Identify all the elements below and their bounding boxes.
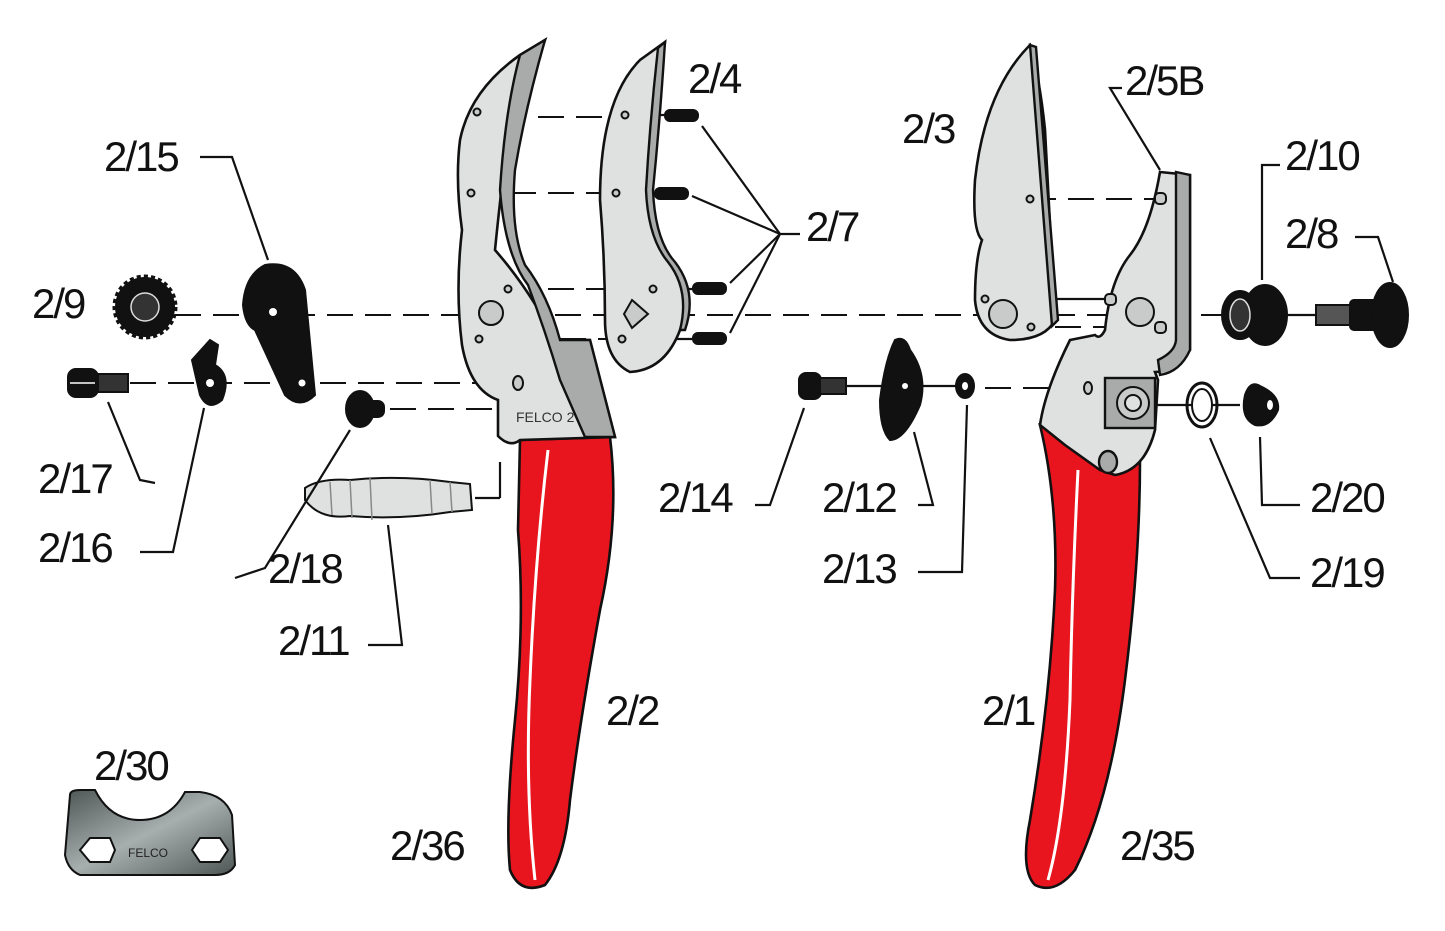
part-2-16-adjustment-lever xyxy=(190,338,227,406)
part-2-9-notched-nut xyxy=(112,274,178,340)
handle-stamp: FELCO 2 xyxy=(516,409,575,425)
label-2-36: 2/36 xyxy=(390,822,466,869)
label-2-3: 2/3 xyxy=(902,105,956,152)
part-2-18-spring-seat xyxy=(345,390,385,428)
label-2-18: 2/18 xyxy=(268,545,344,592)
part-2-19-ring xyxy=(1185,381,1219,429)
label-2-11: 2/11 xyxy=(278,617,351,664)
part-2-10-bushing xyxy=(1221,284,1288,346)
leader-lines xyxy=(106,86,1395,647)
label-2-7: 2/7 xyxy=(806,203,860,250)
part-2-14-catch-screw xyxy=(798,372,847,400)
part-2-20-shock-absorber xyxy=(1242,383,1280,427)
label-2-1: 2/1 xyxy=(982,687,1036,734)
label-2-20: 2/20 xyxy=(1310,474,1386,521)
part-2-11-spring xyxy=(304,476,474,521)
part-2-15-locking-plate xyxy=(241,263,317,404)
label-2-12: 2/12 xyxy=(822,474,898,521)
label-2-8: 2/8 xyxy=(1285,210,1339,257)
part-2-8-bolt xyxy=(1315,282,1409,348)
part-2-2-upper-handle: FELCO 2 xyxy=(456,37,617,890)
label-2-35: 2/35 xyxy=(1120,822,1196,869)
label-2-30: 2/30 xyxy=(94,742,170,789)
wrench-stamp: FELCO xyxy=(128,846,168,860)
label-2-13: 2/13 xyxy=(822,545,898,592)
label-2-9: 2/9 xyxy=(32,280,86,327)
part-2-13-washer xyxy=(955,373,975,399)
part-2-3-cutting-blade xyxy=(973,42,1060,342)
part-2-12-catch xyxy=(878,337,924,442)
part-2-1-lower-handle xyxy=(1024,170,1192,890)
part-2-4-anvil-blade xyxy=(598,39,691,374)
label-2-19: 2/19 xyxy=(1310,549,1386,596)
label-2-2: 2/2 xyxy=(606,687,660,734)
label-2-16: 2/16 xyxy=(38,524,114,571)
label-2-14: 2/14 xyxy=(658,474,734,521)
part-2-7-rivets xyxy=(654,109,800,345)
label-2-17: 2/17 xyxy=(38,455,114,502)
label-2-15: 2/15 xyxy=(104,133,180,180)
label-2-10: 2/10 xyxy=(1285,132,1361,179)
part-2-17-screw xyxy=(67,368,129,398)
label-2-4: 2/4 xyxy=(688,55,742,102)
part-2-30-key: FELCO xyxy=(63,789,237,876)
label-2-5b: 2/5B xyxy=(1125,57,1205,104)
